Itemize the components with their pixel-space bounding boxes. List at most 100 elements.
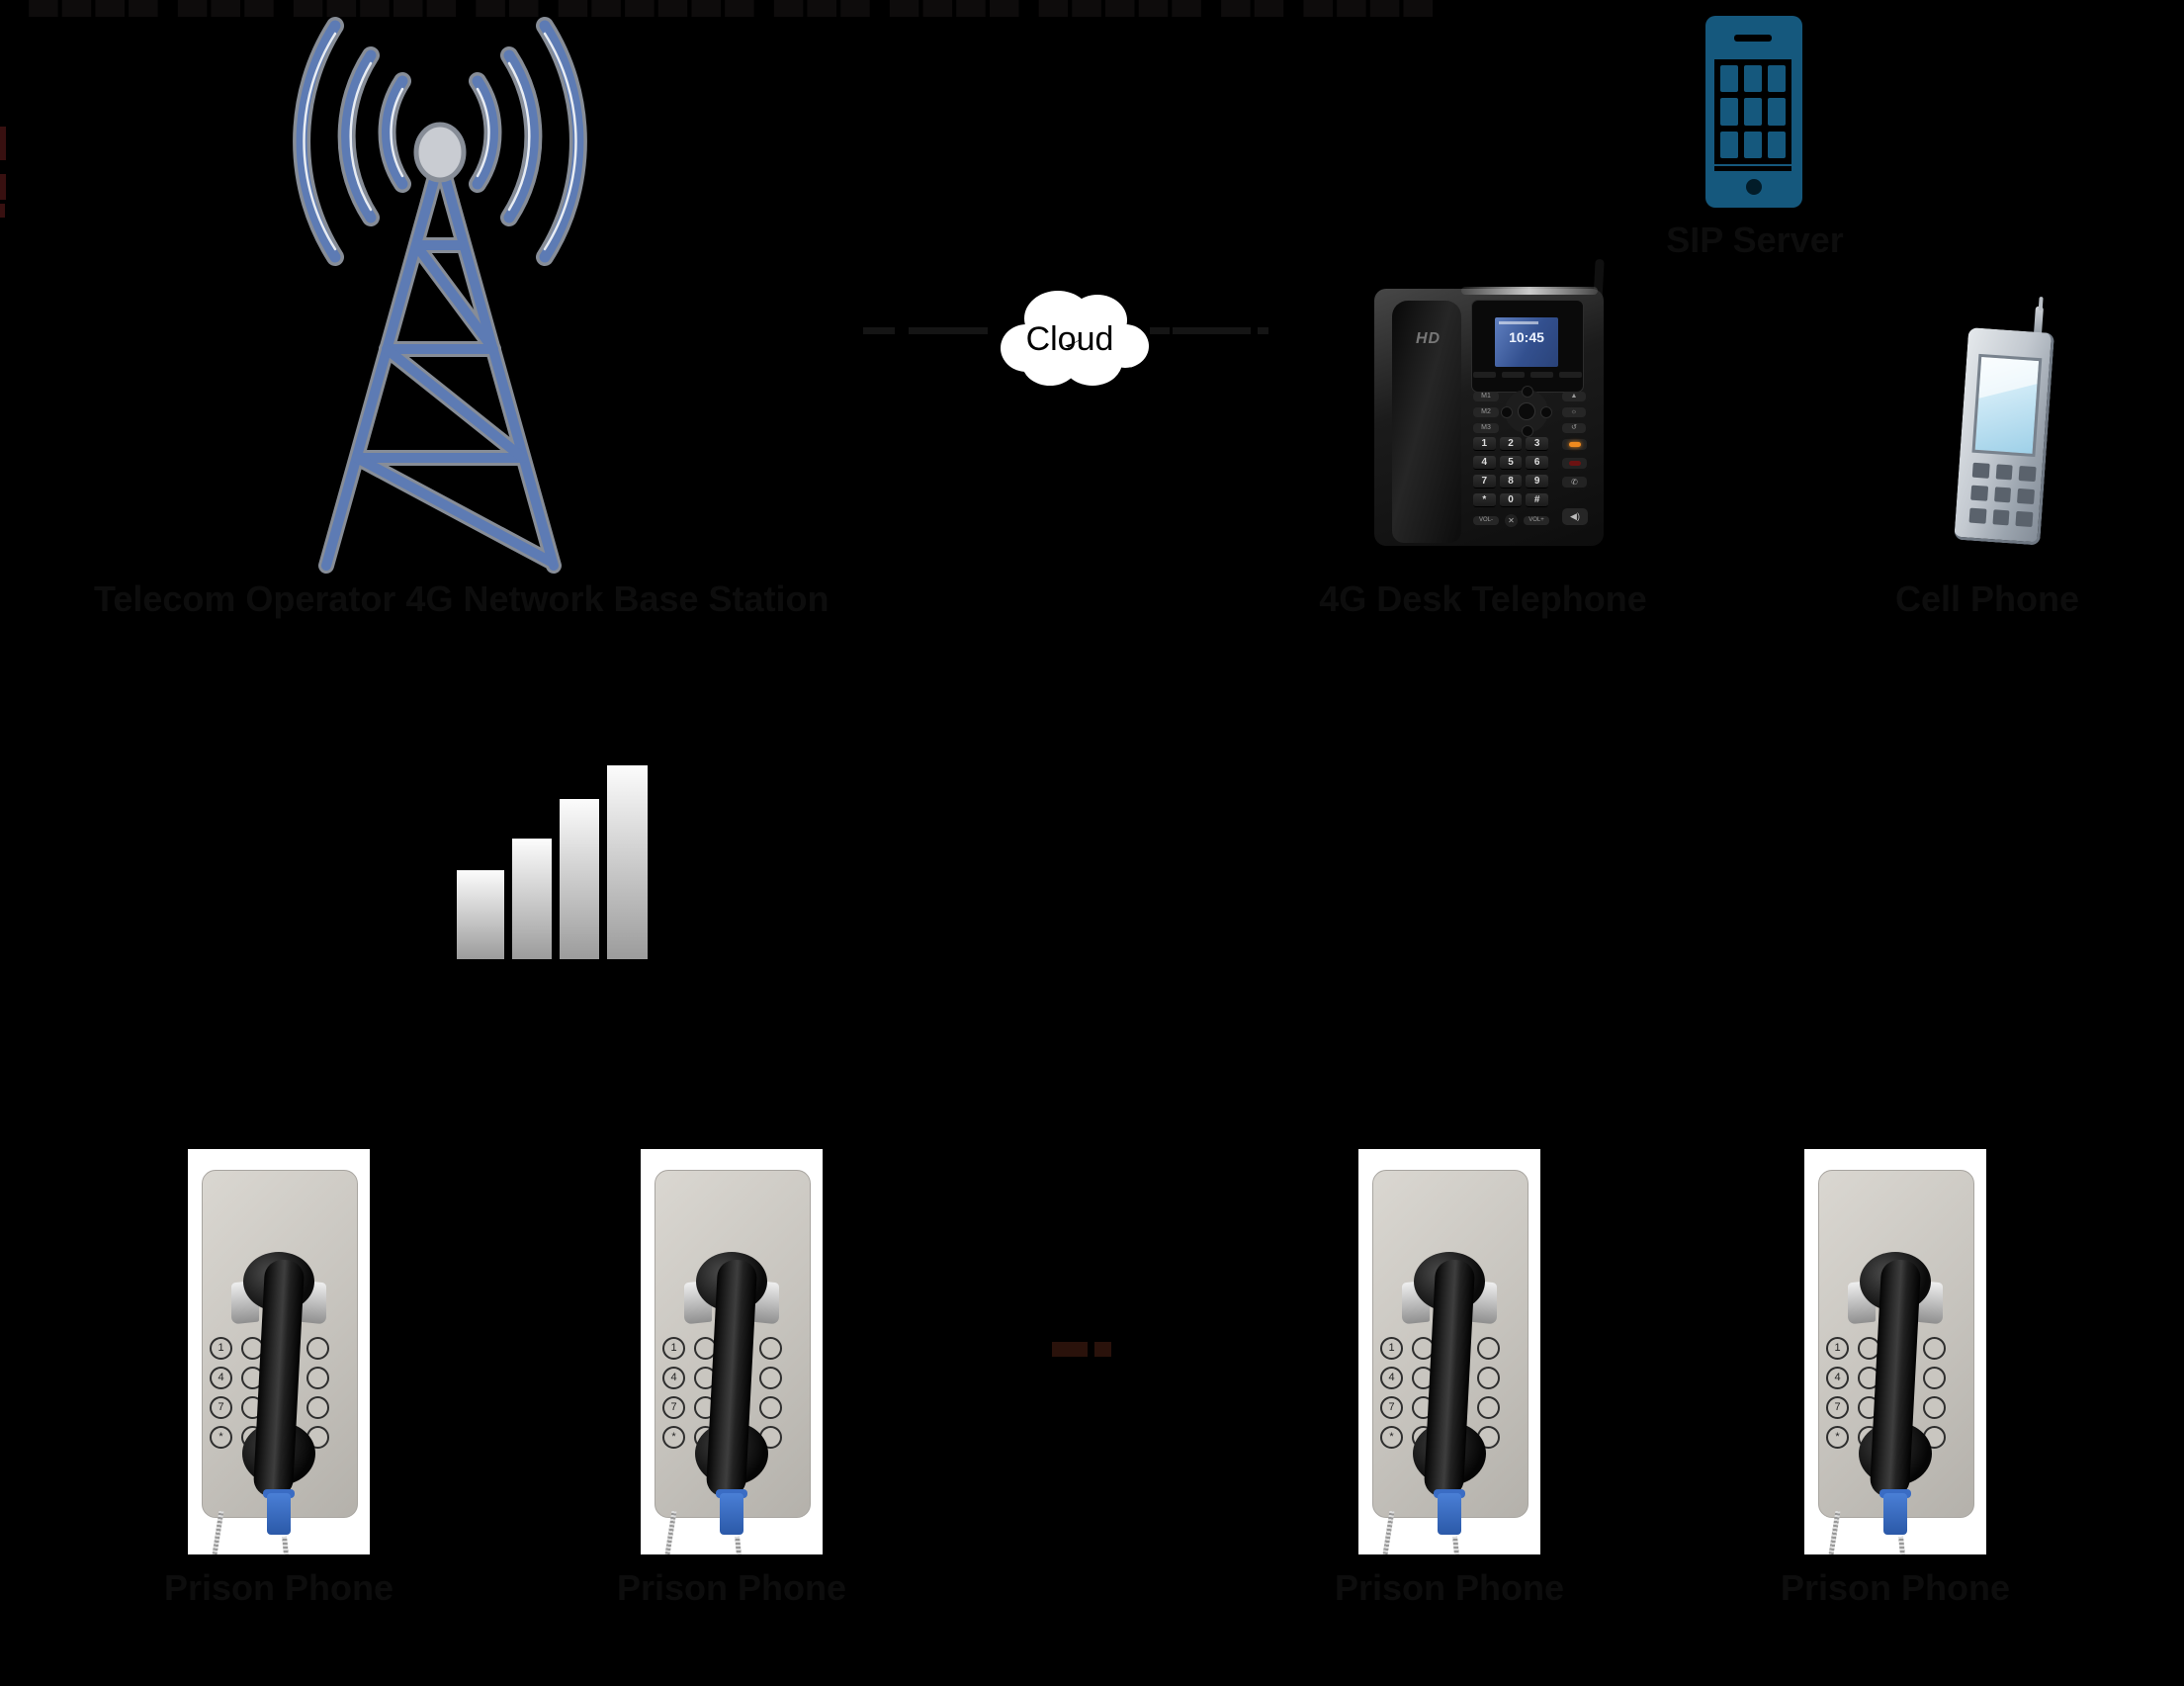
red-dash — [1052, 1342, 1088, 1357]
cell-phone-screen-sheen — [1978, 357, 2039, 402]
blue-cord-grommet — [1438, 1493, 1461, 1535]
sip-server-icon — [1705, 16, 1802, 208]
desk-phone-call-key: ✆ — [1562, 477, 1587, 488]
tower-antenna-dot — [413, 122, 467, 183]
prison-phone-keypad-digits: 1 4 7 * — [1380, 1337, 1403, 1449]
keypad-key: * — [210, 1426, 232, 1449]
desk-phone-label: 4G Desk Telephone — [1319, 578, 1647, 619]
prison-phone-label: Prison Phone — [616, 1567, 847, 1608]
desk-phone-softkeys — [1473, 372, 1582, 378]
base-station-label: Telecom Operator 4G Network Base Station — [94, 578, 830, 619]
prison-phone-label: Prison Phone — [1780, 1567, 2011, 1608]
armored-cord — [282, 1536, 289, 1555]
digit-key: 7 — [1473, 475, 1496, 488]
prison-phone-keypad-digits: 1 4 7 * — [1826, 1337, 1849, 1449]
sip-icon-home-button — [1746, 179, 1762, 195]
signal-bar-4 — [607, 765, 648, 959]
keypad-key: * — [662, 1426, 685, 1449]
cell-tower-icon — [293, 17, 587, 574]
digit-key: 4 — [1473, 456, 1496, 470]
desk-phone-bottom-row: VOL- ✕ VOL+ — [1473, 514, 1552, 527]
desk-phone-statusbar — [1499, 321, 1538, 324]
digit-key: 6 — [1526, 456, 1548, 470]
sip-server-label: SIP Server — [1666, 220, 1844, 260]
memory-key: M1 — [1473, 392, 1499, 401]
keypad-key: 1 — [1826, 1337, 1849, 1360]
desk-phone-red-led — [1569, 461, 1581, 466]
sip-icon-speaker — [1734, 35, 1772, 42]
left-edge-red-mark — [0, 127, 6, 160]
cell-phone-keypad — [1968, 462, 2037, 528]
cloud-shape: Cloud — [989, 277, 1152, 394]
prison-phone-keypad-right — [759, 1337, 782, 1449]
digit-key: 1 — [1473, 437, 1496, 451]
cell-phone-icon — [1941, 296, 2072, 559]
sip-icon-keypad — [1714, 59, 1791, 164]
blue-cord-grommet — [1883, 1493, 1907, 1535]
prison-phone-image: 1 4 7 * Prison — [164, 1149, 393, 1608]
prison-phone-image: 1 4 7 * Prison — [1335, 1149, 1564, 1608]
digit-key: 3 — [1526, 437, 1548, 451]
desk-phone-orange-led — [1569, 442, 1581, 447]
digit-key: 5 — [1499, 456, 1523, 470]
signal-bar-1 — [457, 870, 504, 959]
memory-key: M3 — [1473, 423, 1499, 433]
armored-cord — [1452, 1536, 1459, 1555]
clipped-title-strip: ▇▇▇▇ ▇▇▇ ▇▇▇▇▇ ▇▇ ▇▇▇▇▇▇ ▇▇▇ ▇▇▇▇ ▇▇▇▇▇ … — [0, 0, 2184, 17]
keypad-key: 7 — [662, 1396, 685, 1419]
sip-icon-divider — [1714, 166, 1791, 171]
desk-phone-screen: 10:45 — [1495, 317, 1558, 367]
desk-phone-hd-logo: HD — [1416, 330, 1441, 347]
connector-dash — [1258, 327, 1268, 334]
keypad-key: 7 — [210, 1396, 232, 1419]
keypad-key: 1 — [1380, 1337, 1403, 1360]
desk-phone-glare — [1461, 287, 1598, 295]
digit-key: # — [1526, 493, 1548, 507]
keypad-key: 7 — [1826, 1396, 1849, 1419]
digit-key: 8 — [1499, 475, 1523, 488]
blue-cord-grommet — [267, 1493, 291, 1535]
desk-phone-right-keys: ▲☼↺ — [1562, 392, 1586, 433]
left-edge-red-mark — [0, 204, 5, 218]
keypad-key: 4 — [210, 1367, 232, 1389]
prison-phone-keypad-digits: 1 4 7 * — [210, 1337, 232, 1449]
keypad-key: 7 — [1380, 1396, 1403, 1419]
keypad-key: 1 — [210, 1337, 232, 1360]
prison-phone-keypad-right — [306, 1337, 329, 1449]
cell-phone-label: Cell Phone — [1894, 578, 2080, 619]
keypad-key: 4 — [662, 1367, 685, 1389]
vol-plus-key: VOL+ — [1524, 516, 1549, 525]
left-edge-red-mark — [0, 174, 6, 200]
prison-phone-keypad-right — [1923, 1337, 1946, 1449]
digit-key: 9 — [1526, 475, 1548, 488]
digit-key: 2 — [1499, 437, 1523, 451]
clipped-title-text: ▇▇▇▇ ▇▇▇ ▇▇▇▇▇ ▇▇ ▇▇▇▇▇▇ ▇▇▇ ▇▇▇▇ ▇▇▇▇▇ … — [0, 0, 2184, 17]
keypad-key: 4 — [1826, 1367, 1849, 1389]
desk-phone-handset — [1392, 301, 1461, 543]
speaker-key: ◀) — [1562, 508, 1588, 525]
armored-cord — [1898, 1536, 1905, 1555]
keypad-key: 1 — [662, 1337, 685, 1360]
connector-dash — [909, 327, 988, 334]
keypad-key: 4 — [1380, 1367, 1403, 1389]
connector-dash — [1150, 327, 1170, 334]
connector-dash — [1173, 327, 1251, 334]
prison-phone-keypad-right — [1477, 1337, 1500, 1449]
signal-bars-icon — [457, 763, 655, 959]
keypad-key: * — [1826, 1426, 1849, 1449]
prison-phone-image: 1 4 7 * Prison — [1781, 1149, 2010, 1608]
cell-phone-screen — [1971, 353, 2043, 458]
connector-dash — [863, 327, 895, 334]
signal-bar-2 — [512, 839, 552, 959]
prison-phone-image: 1 4 7 * Prison — [617, 1149, 846, 1608]
blue-cord-grommet — [720, 1493, 743, 1535]
prison-phone-keypad-digits: 1 4 7 * — [662, 1337, 685, 1449]
prison-phone-label: Prison Phone — [1334, 1567, 1565, 1608]
cloud-label: Cloud — [1026, 320, 1114, 358]
memory-key: M2 — [1473, 407, 1499, 417]
signal-bar-3 — [560, 799, 599, 959]
